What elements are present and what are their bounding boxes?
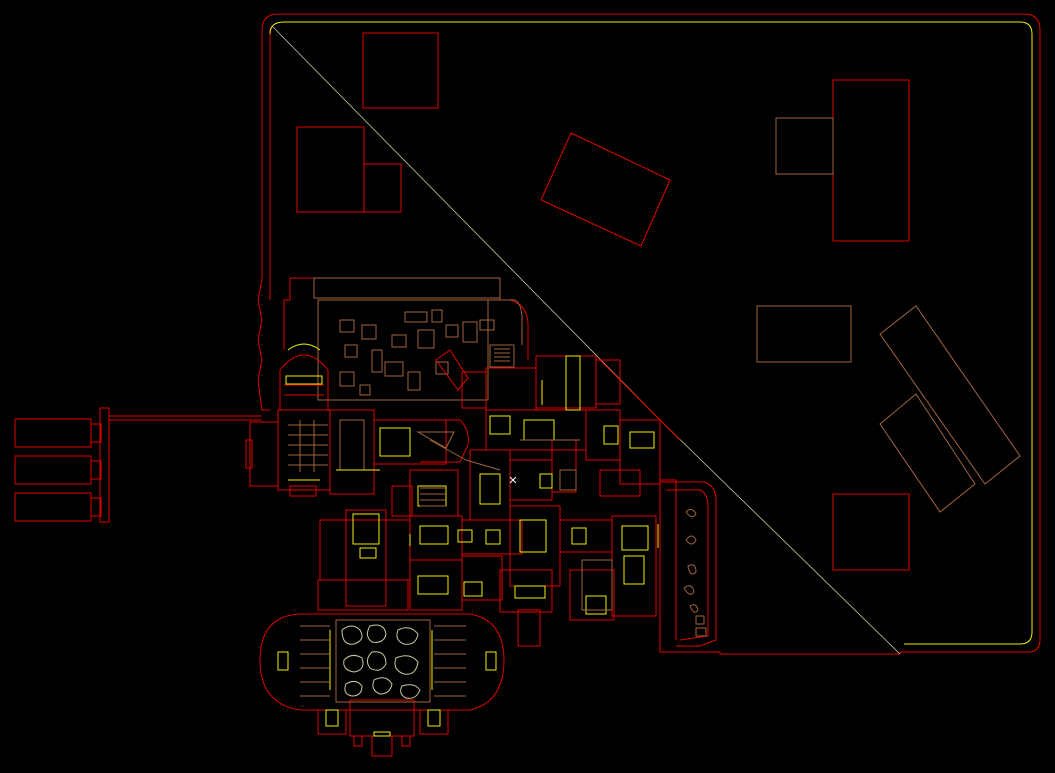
courtyard-building-e bbox=[756, 305, 852, 363]
courtyard-outer-wall bbox=[257, 13, 1041, 655]
diagonal-ridge bbox=[271, 25, 901, 655]
courtyard-building-a bbox=[362, 32, 439, 109]
west-exit-pillars bbox=[14, 407, 110, 523]
courtyard-building-g bbox=[832, 493, 910, 571]
west-block-stairs bbox=[288, 420, 328, 472]
courtyard-building-d bbox=[775, 79, 910, 242]
northwest-tower-detail bbox=[285, 375, 323, 481]
west-corridor bbox=[109, 415, 262, 421]
courtyard-building-f bbox=[879, 305, 1021, 513]
courtyard-building-b bbox=[296, 126, 402, 213]
central-complex-floor bbox=[416, 431, 613, 611]
central-complex-detail bbox=[352, 355, 659, 615]
courtyard-inner-wall bbox=[269, 21, 1033, 645]
south-hall-floor bbox=[300, 619, 466, 703]
east-corridor bbox=[660, 481, 717, 647]
south-hall-rocks bbox=[341, 624, 421, 699]
east-corridor-detail bbox=[683, 508, 707, 637]
courtyard-building-c bbox=[540, 132, 671, 247]
west-block bbox=[245, 409, 469, 497]
north-hall-detail bbox=[313, 277, 523, 401]
player-cross-icon bbox=[509, 476, 517, 484]
